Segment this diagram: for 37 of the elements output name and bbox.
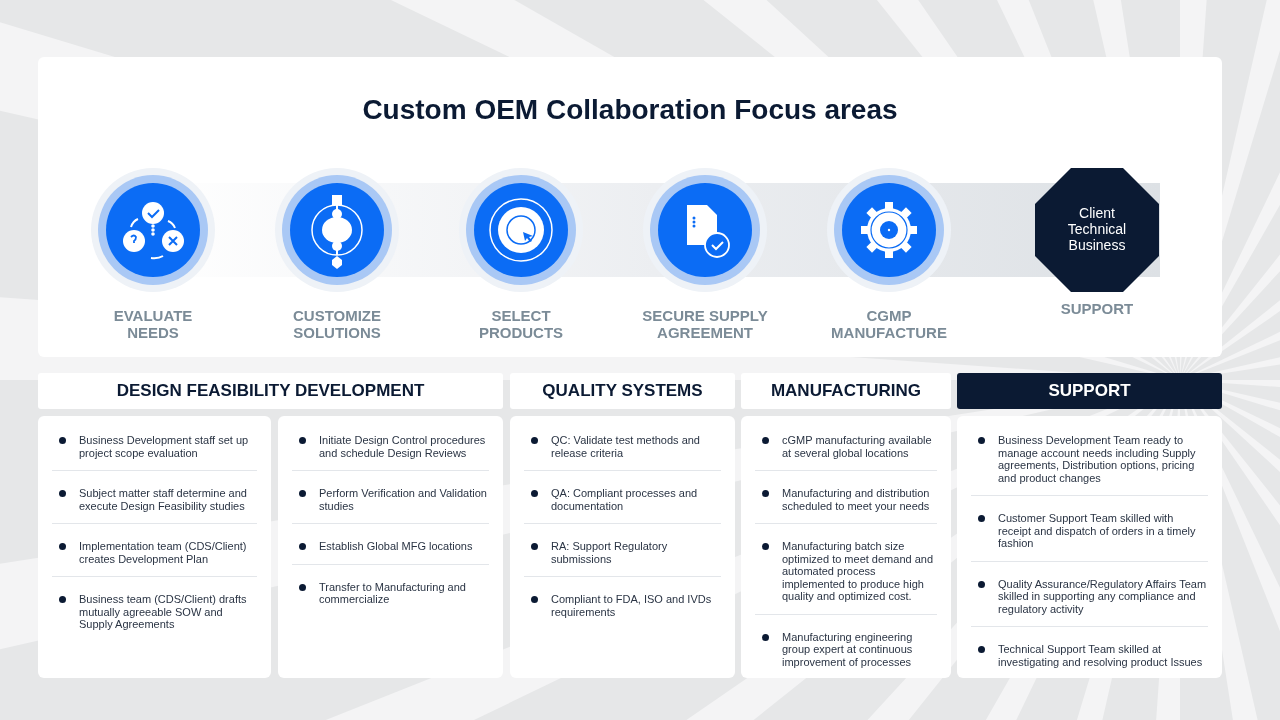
info-card (741, 416, 951, 678)
bullet-text: Compliant to FDA, ISO and IVDs requirements (551, 593, 713, 618)
info-card (957, 416, 1222, 678)
bullet-text: Business team (CDS/Client) drafts mutually agreeable SOW and Supply Agreements (79, 593, 248, 631)
bullet-text: QC: Validate test methods and release criteria (551, 434, 701, 459)
bullet-text: Manufacturing batch size optimized to meet demand and automated process implemented to produce high quality and optimized cost. (782, 540, 935, 603)
bullet-text: Manufacturing and distribution scheduled to meet your needs (782, 487, 931, 512)
info-card (278, 416, 503, 678)
bullet-text: Transfer to Manufacturing and commercialize (319, 580, 467, 606)
bullet-text: QA: Compliant processes and documentation (551, 487, 699, 512)
step-label: CGMP MANUFACTURE (830, 307, 948, 341)
step-label: SECURE SUPPLY AGREEMENT (641, 307, 769, 341)
info-card (510, 416, 735, 678)
bullet-text: RA: Support Regulatory submissions (551, 540, 669, 565)
bullet-text: Subject matter staff determine and execute Design Feasibility studies (79, 487, 248, 512)
step-label: SUPPORT (1059, 300, 1135, 317)
bullet-text: Establish Global MFG locations (319, 540, 473, 553)
bullet-text: Manufacturing engineering group expert at continuous improvement of processes (782, 630, 914, 668)
diagram-title: Custom OEM Collaboration Focus areas (361, 94, 899, 126)
bullet-text: Quality Assurance/Regulatory Affairs Team skilled in supporting any compliance and regulatory activity (998, 577, 1208, 615)
section-header: MANUFACTURING (741, 373, 951, 409)
info-card (38, 416, 271, 678)
bullet-text: Implementation team (CDS/Client) creates Development Plan (79, 540, 248, 565)
bullet-text: cGMP manufacturing available at several global locations (782, 434, 933, 459)
step-label: EVALUATE NEEDS (112, 307, 194, 341)
bullet-text: Initiate Design Control procedures and schedule Design Reviews (319, 434, 487, 459)
bullet-text: Customer Support Team skilled with receipt and dispatch of orders in a timely fashion (998, 512, 1197, 550)
bullet-text: Business Development staff set up project scope evaluation (79, 434, 250, 459)
bullet-text: Technical Support Team skilled at investigating and resolving product Issues (998, 643, 1204, 668)
step-label: CUSTOMIZE SOLUTIONS (291, 307, 383, 341)
bullet-text: Perform Verification and Validation studies (319, 487, 488, 512)
section-header: QUALITY SYSTEMS (510, 373, 735, 409)
step-label: SELECT PRODUCTS (477, 307, 565, 341)
bullet-text: Business Development Team ready to manage account needs including Supply agreements, Distribution options, pricing and product changes (998, 434, 1197, 484)
section-header: SUPPORT (957, 373, 1222, 409)
section-header: DESIGN FEASIBILITY DEVELOPMENT (38, 373, 503, 409)
badge-text: Client Technical Business (1066, 205, 1128, 253)
